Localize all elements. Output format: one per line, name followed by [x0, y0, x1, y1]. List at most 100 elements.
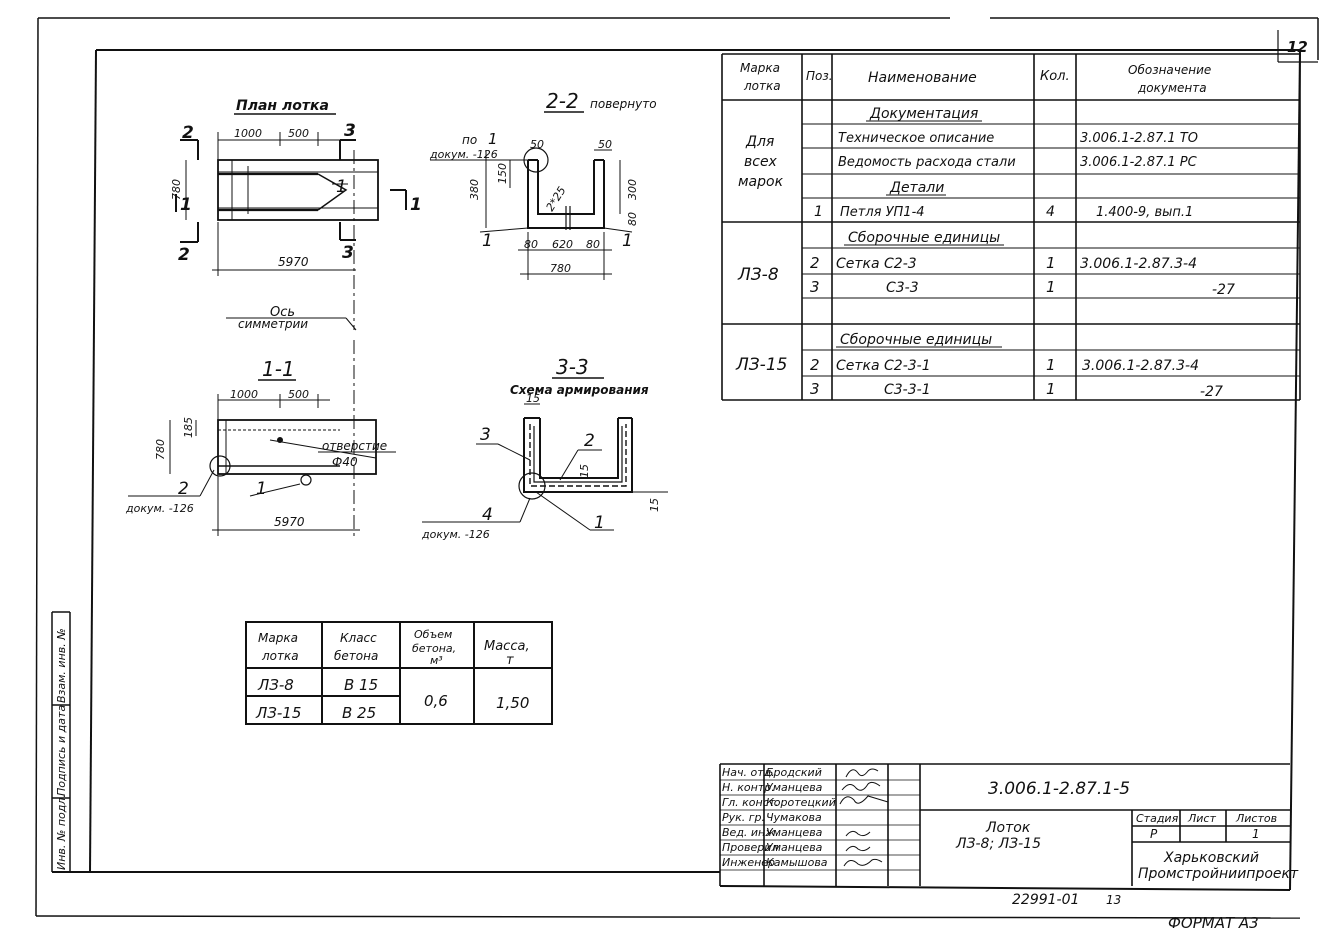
po-number: 1 [488, 130, 498, 148]
tb-designation: 3.006.1-2.87.1-5 [988, 779, 1130, 799]
left-strip: Взам. инв. № Подпись и дата Инв. № подл. [51, 611, 71, 872]
dim-185-11: 185 [182, 417, 195, 438]
sec22-title: 2-2 [546, 89, 579, 113]
dok126-33: докум. -126 [421, 528, 490, 541]
hole-dot [277, 437, 283, 443]
spec-row2-qty: 4 [1046, 204, 1055, 220]
spec-row2-pos: 1 [814, 204, 823, 220]
replace-inv-label: Взам. инв. № [55, 628, 68, 703]
concrete-table: Марка лотка Класс бетона Объем бетона, м… [245, 621, 553, 725]
tb-product-1: Лоток [985, 820, 1031, 836]
tb-org-2: Промстройниипроект [1138, 866, 1299, 882]
dim-780-11: 780 [154, 439, 167, 460]
spec-row2-name: Петля УП1-4 [840, 205, 925, 220]
tb-org-1: Харьковский [1163, 850, 1259, 866]
dok126-22: докум. -126 [429, 148, 498, 161]
ct-row0-class: В 15 [344, 676, 378, 694]
sec33-title: 3-3 [556, 355, 589, 379]
spec-row6-pos: 3 [810, 380, 820, 398]
sec3-mark-bot: 3 [342, 243, 354, 263]
title-block: Нач. отд. Н. контр. Гл. конст. Рук. гр. … [719, 763, 1299, 886]
ct-h-vol-2: бетона, [412, 642, 456, 655]
tb-stage: Р [1150, 827, 1158, 841]
spec-row5-mark: ЛЗ-15 [735, 355, 787, 375]
tb-sheets: 1 [1252, 827, 1260, 841]
spec-row6-name: С3-3-1 [884, 382, 931, 398]
dim-50-b: 50 [598, 138, 612, 151]
ct-h-mark-2: лотка [261, 649, 299, 663]
sec11-pos-1: 1 [256, 479, 267, 499]
dim-500-11: 500 [288, 388, 309, 401]
ct-h-mark-1: Марка [258, 631, 298, 645]
dim-1000-plan: 1000 [234, 127, 262, 140]
sec22-pos-1b: 1 [622, 231, 633, 251]
dim-780-plan: 780 [170, 179, 183, 200]
ct-h-vol-3: м³ [430, 654, 443, 667]
spec-row3-name: Сетка С2-3 [836, 256, 917, 272]
spec-h-pos: Поз. [806, 69, 833, 83]
dim-50-a: 50 [530, 138, 544, 151]
spec-row1-doc: 3.006.1-2.87.1 РС [1080, 155, 1198, 170]
tb-name-1: Уманцева [766, 781, 823, 794]
ct-h-vol-1: Объем [414, 628, 452, 641]
spec-h-doc-2: документа [1137, 81, 1207, 95]
spec-h-name: Наименование [868, 70, 977, 86]
spec-row1-name: Ведомость расхода стали [838, 155, 1016, 170]
section-3-3: 3-3 Схема армирования 15 15 15 3 2 4 док… [421, 355, 668, 541]
plan-title: План лотка [236, 98, 329, 114]
archive-number: 22991-01 [1012, 892, 1079, 908]
sheet-number: 12 [1287, 38, 1308, 56]
spec-sec-assembly-2: Сборочные единицы [840, 332, 992, 348]
dim-1000-11: 1000 [230, 388, 258, 401]
spec-row6-qty: 1 [1046, 380, 1056, 398]
spec-row0-doc: 3.006.1-2.87.1 ТО [1080, 131, 1198, 146]
spec-row3-mark: ЛЗ-8 [737, 265, 779, 285]
section-1-1: 1-1 1000 500 780 185 отверстие Ф40 2 док… [125, 340, 396, 536]
dok126-11: докум. -126 [125, 502, 194, 515]
dim-80-22b: 80 [586, 238, 600, 251]
tb-name-0: Бродский [766, 766, 822, 779]
spec-mark-all-2: всех [744, 154, 778, 170]
spec-row0-name: Техническое описание [838, 131, 994, 146]
spec-h-mark-2: лотка [743, 79, 781, 93]
sec22-pos-1a: 1 [482, 231, 493, 251]
dim-225-22: 2*25 [544, 184, 569, 213]
tb-role-0: Нач. отд. [722, 766, 775, 779]
spec-sec-details: Детали [889, 180, 944, 196]
tb-role-6: Инженер [722, 856, 775, 869]
sheet-format: ФОРМАТ А3 [1168, 914, 1259, 932]
tb-name-4: Уманцева [766, 826, 823, 839]
tb-role-5: Проверил [722, 841, 778, 854]
spec-row3-qty: 1 [1046, 254, 1056, 272]
tb-role-3: Рук. гр. [722, 811, 765, 824]
tb-sheet-label: Лист [1187, 812, 1216, 825]
spec-table: Марка лотка Поз. Наименование Кол. Обозн… [721, 53, 1301, 401]
spec-row4-name: С3-3 [886, 280, 919, 296]
tb-name-6: Камышова [766, 856, 828, 869]
dim-15-33b: 15 [578, 464, 591, 478]
po-label: по [462, 133, 477, 147]
spec-mark-all-3: марок [738, 174, 784, 190]
sec33-pos-2: 2 [584, 431, 595, 451]
sign-date-label: Подпись и дата [55, 705, 68, 796]
copy-number: 13 [1106, 893, 1121, 907]
dim-780-22: 780 [550, 262, 571, 275]
dim-15-33a: 15 [526, 392, 540, 405]
dim-5970-plan: 5970 [278, 255, 309, 269]
sec11-pos-2: 2 [178, 479, 189, 499]
plan-pos-1: 1 [336, 177, 347, 197]
tb-role-1: Н. контр. [722, 781, 775, 794]
sec33-pos-1: 1 [594, 513, 605, 533]
tb-name-5: Уманцева [766, 841, 823, 854]
ct-h-mass-1: Масса, [484, 639, 530, 654]
axis-of-symmetry: Ось симметрии [226, 305, 357, 331]
spec-row5-qty: 1 [1046, 356, 1056, 374]
spec-row5-name: Сетка С2-3-1 [836, 358, 931, 374]
sec3-mark-top: 3 [344, 121, 356, 141]
sec33-subtitle: Схема армирования [510, 383, 649, 397]
tb-role-2: Гл. конст. [722, 796, 779, 809]
tb-role-4: Вед. инж. [722, 826, 779, 839]
spec-row4-qty: 1 [1046, 278, 1056, 296]
sec1-mark-right: 1 [410, 195, 422, 215]
